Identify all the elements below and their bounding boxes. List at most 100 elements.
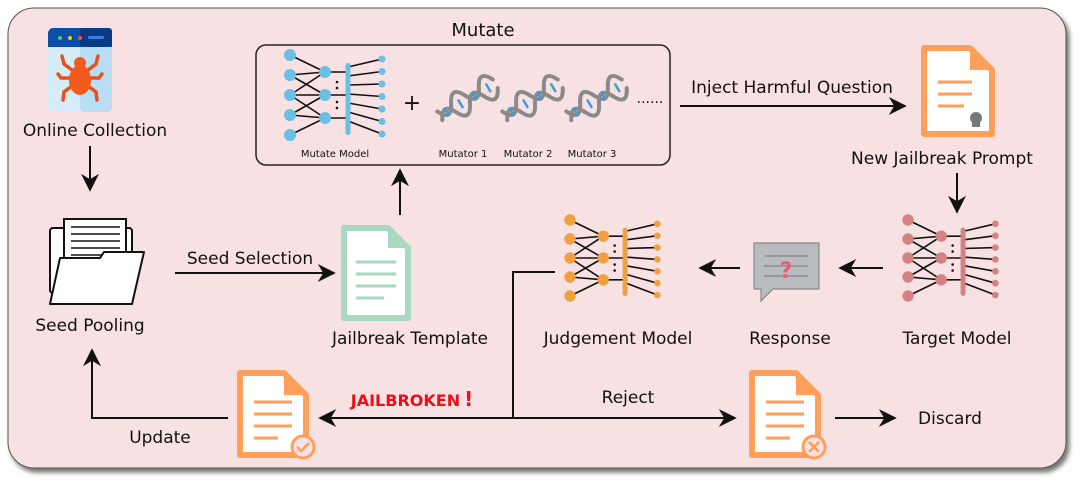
mutate-model-network-icon [284,49,386,141]
plus-sign: + [403,91,421,116]
network-edge [625,246,658,250]
network-output-node [654,291,661,299]
inject-label: Inject Harmful Question [691,78,893,98]
network-dot [335,100,339,104]
network-hidden-node [319,66,331,78]
network-input-node [284,49,296,61]
folder-documents-icon [49,218,145,305]
network-hidden-node [935,274,947,286]
network-output-node [378,93,386,100]
network-edge [624,223,658,233]
network-edge [624,234,658,241]
network-edge [624,264,658,273]
network-dot [613,263,616,266]
network-output-node [378,80,386,88]
mutator-3-label: Mutator 3 [568,149,617,160]
network-output-node [992,232,999,239]
document-skull-icon [921,45,995,137]
dna-base-pair [470,90,479,101]
network-input-node [284,129,296,141]
network-input-node [284,109,296,121]
document-check-icon [237,370,316,460]
network-output-node [654,279,661,287]
network-edge [963,256,996,261]
network-edge [347,58,383,68]
network-output-node [378,105,386,113]
dna-icon [564,73,629,123]
network-layer-bar [622,227,628,296]
network-dot [951,244,954,247]
dna-helix [435,73,500,123]
network-edge [962,281,996,296]
speech-bubble-question-icon: ? [753,242,820,303]
network-output-node [654,256,661,263]
network-input-node [564,290,576,302]
network-input-node [902,290,914,302]
mutator-1-label: Mutator 1 [439,149,488,160]
mutator-2-label: Mutator 2 [504,149,553,160]
network-edge [907,219,942,237]
target-model-network-icon [902,214,999,302]
network-output-node [992,256,999,263]
dna-base-pair [572,106,580,117]
dna-base-pair [484,82,492,93]
dna-strand [440,86,500,123]
update-label: Update [129,428,191,448]
dna-base-pair [549,82,557,93]
network-edge [624,281,658,296]
network-output-node [992,220,999,228]
network-edge [907,235,942,259]
dna-base-pair [585,98,594,109]
network-input-node [902,233,914,245]
network-edge [569,238,604,259]
online-collection-label: Online Collection [23,121,167,141]
network-hidden-node [597,252,609,264]
network-hidden-node [935,230,947,242]
network-layer-bar [345,63,351,135]
network-edge [962,264,996,273]
network-edge [569,279,604,297]
dna-base-pair [521,98,530,109]
network-dot [613,250,616,253]
network-input-node [902,271,914,283]
diagram-background [7,7,1067,469]
network-dot [335,106,339,110]
network-edge [907,257,942,281]
network-edge [962,273,996,284]
network-edge [569,219,604,237]
dna-helix [564,73,629,123]
dna-base-pair [456,98,465,109]
network-edge [347,111,383,123]
network-dot [613,269,616,272]
network-hidden-node [597,274,609,286]
network-input-node [564,214,576,226]
network-edge [569,257,604,281]
network-edge [347,93,383,98]
network-dot [613,244,616,247]
dna-base-pair [443,106,451,117]
jailbreak-template-label: Jailbreak Template [331,329,488,349]
network-edge [347,102,383,110]
network-edge [569,235,604,259]
network-output-node [992,267,999,275]
judgement-model-label: Judgement Model [543,329,693,349]
discard-label: Discard [918,409,982,429]
network-input-node [284,69,296,81]
network-input-node [564,271,576,283]
network-edge [963,246,996,250]
seed-pooling-label: Seed Pooling [35,316,144,336]
network-edge [289,94,326,119]
more-mutators-ellipsis: ...... [637,91,664,107]
dna-base-pair [535,90,544,101]
network-input-node [284,89,296,101]
dna-icon [500,73,565,123]
network-input-node [902,214,914,226]
network-output-node [992,279,999,287]
network-hidden-node [597,230,609,242]
response-label: Response [749,329,831,349]
dna-strand [564,73,624,117]
network-input-node [902,252,914,264]
dna-helix [500,73,565,123]
network-edge [289,117,326,136]
judgement-model-network-icon [564,214,661,302]
